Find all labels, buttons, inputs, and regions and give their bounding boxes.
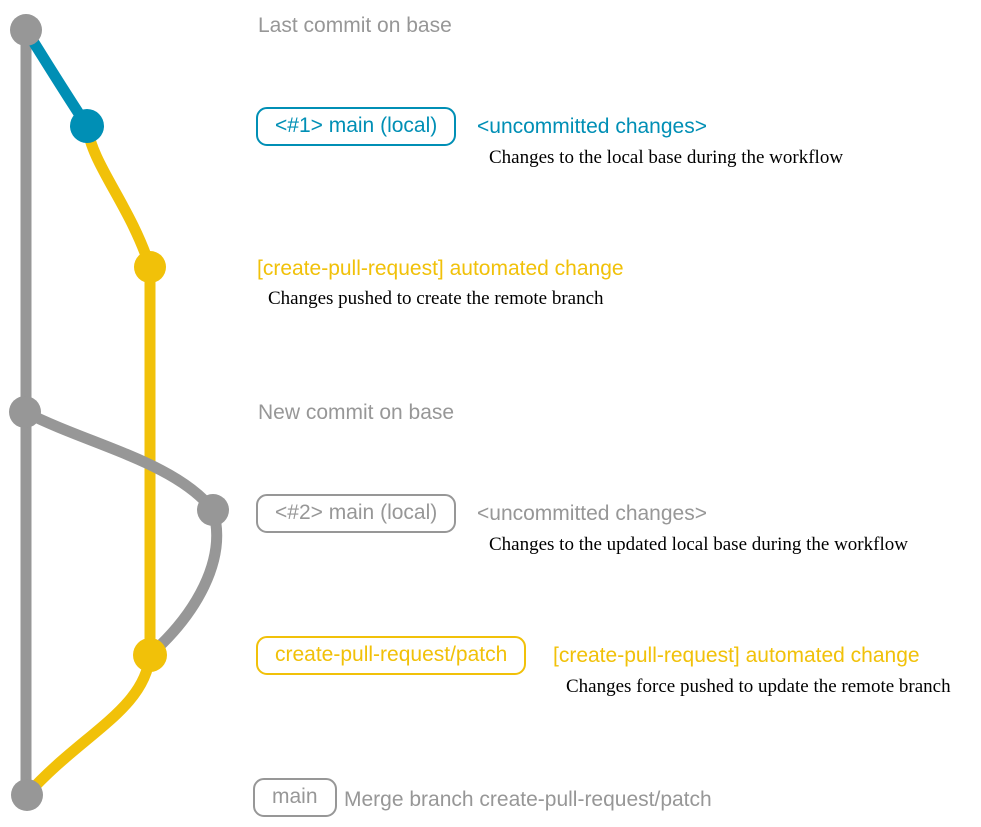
commit-description-local-1: Changes to the local base during the wor… [489,147,844,168]
remote-branch-create-edge [81,120,156,273]
commit-dot-base-new [9,396,41,428]
base-update-out-edge [19,406,219,516]
commit-description-remote-2: Changes force pushed to update the remot… [566,676,951,697]
commit-dot-local-1 [70,109,104,143]
commit-dot-merge [11,779,43,811]
commit-dot-local-2 [197,494,229,526]
base-update-in-edge [144,504,223,661]
commit-description-local-2: Changes to the updated local base during… [489,534,908,555]
commit-dot-base-last [10,14,42,46]
branch-tag-local-1: <#1> main (local) [256,107,457,146]
commit-message-new-base: New commit on base [258,401,455,424]
commit-description-remote-1: Changes pushed to create the remote bran… [268,288,604,309]
remote-merge-edge [21,649,156,801]
commit-message-remote-1: [create-pull-request] automated change [257,257,624,280]
branch-tag-local-2: <#2> main (local) [256,494,457,533]
commit-message-merge: Merge branch create-pull-request/patch [344,788,712,811]
commit-message-last-base: Last commit on base [258,14,452,37]
commit-dot-remote-1 [134,251,166,283]
commit-message-local-2: <uncommitted changes> [477,502,707,525]
commit-message-local-1: <uncommitted changes> [477,115,707,138]
branch-tag-main: main [253,778,337,817]
commit-message-remote-2: [create-pull-request] automated change [553,644,920,667]
commit-dot-remote-2 [133,638,167,672]
local-branch-out-edge [20,24,93,132]
commit-graph [9,14,229,811]
branch-tag-remote: create-pull-request/patch [256,636,527,675]
